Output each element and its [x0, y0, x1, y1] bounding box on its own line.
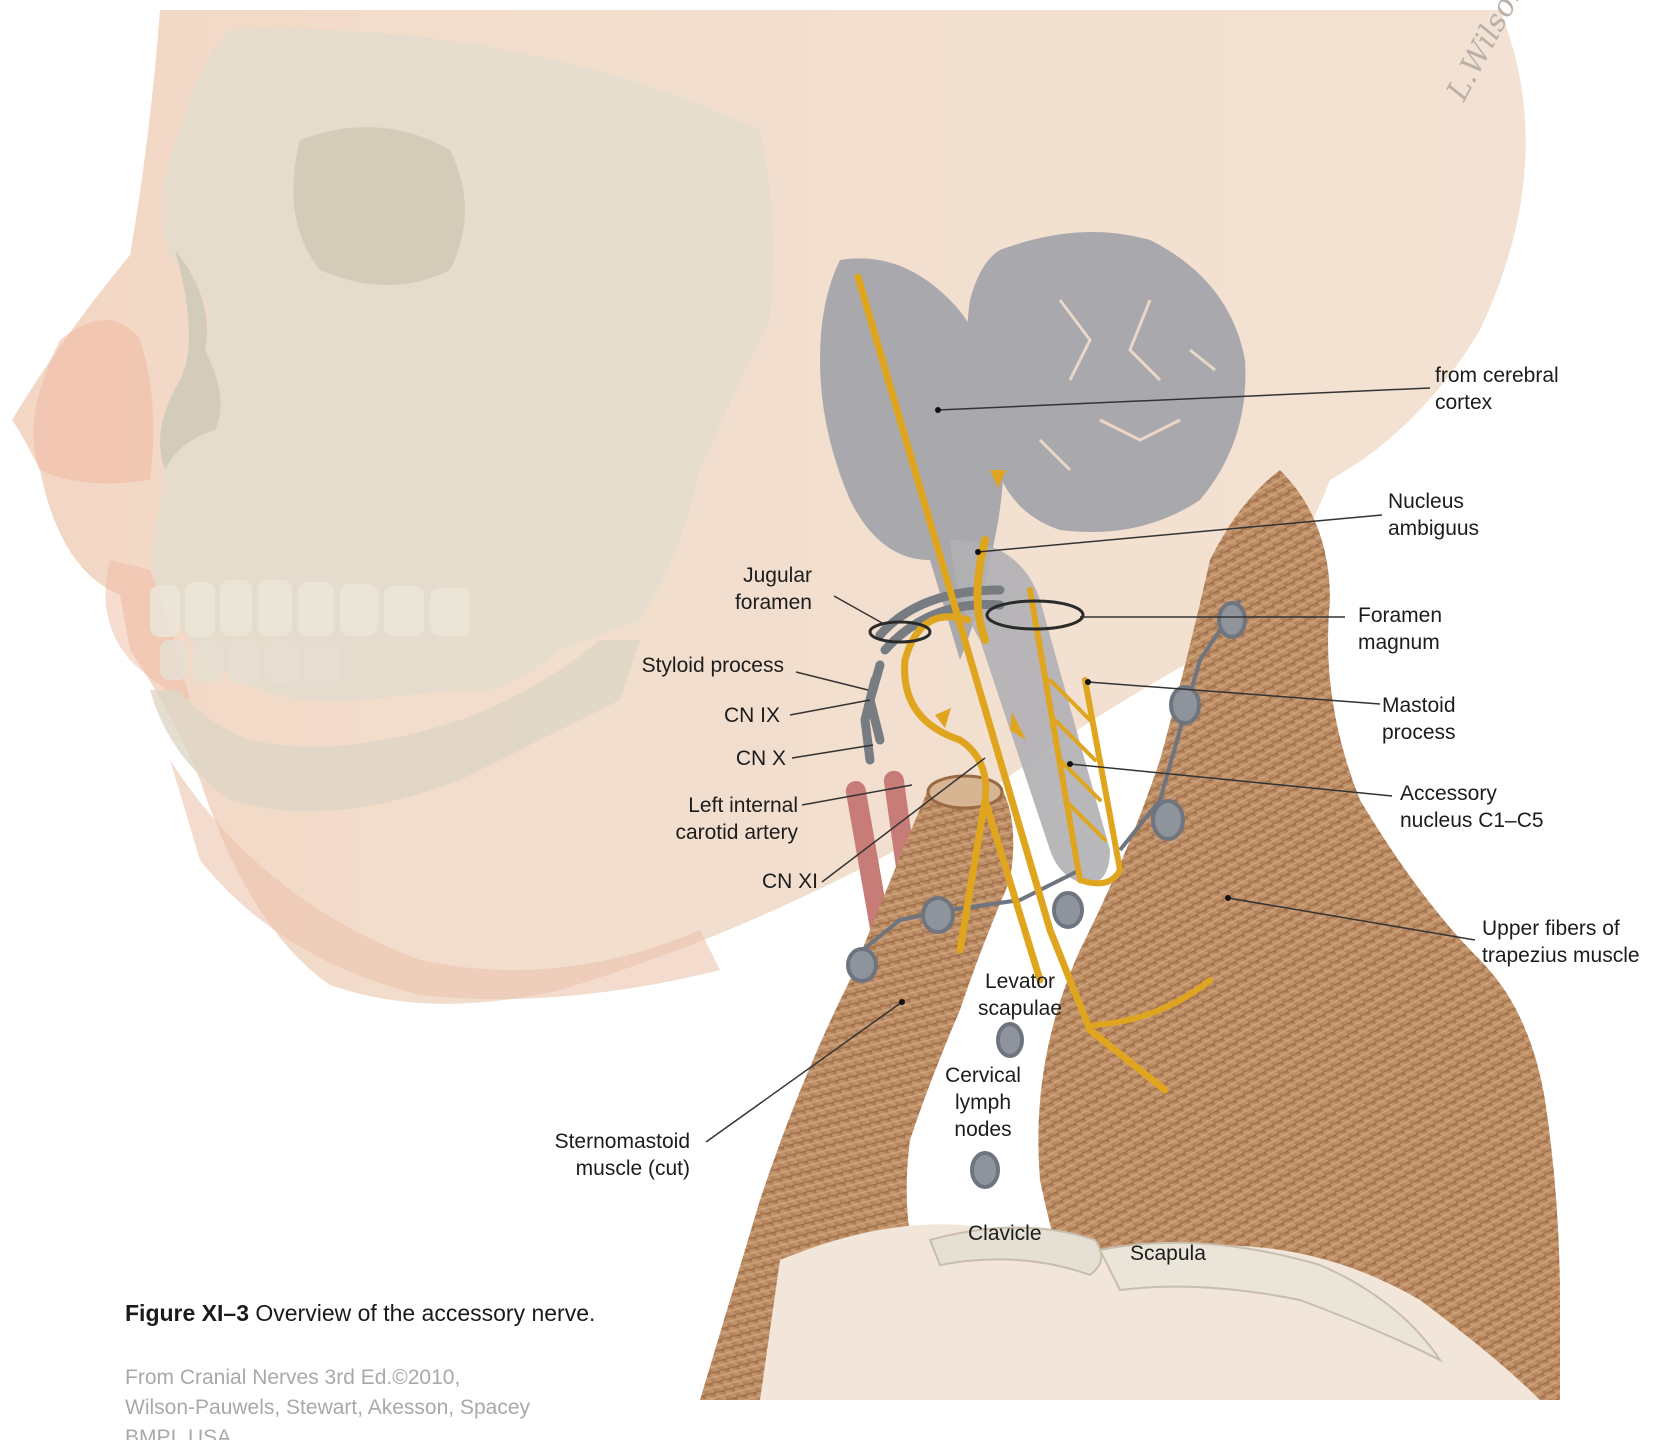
label-scapula: Scapula: [1130, 1240, 1206, 1267]
label-accessory-nucleus: Accessory nucleus C1–C5: [1400, 780, 1544, 834]
label-foramen-magnum: Foramen magnum: [1358, 602, 1442, 656]
figure-credit: From Cranial Nerves 3rd Ed.©2010, Wilson…: [125, 1363, 645, 1440]
label-cn-xi: CN XI: [700, 868, 818, 895]
figure-caption: Figure XI–3 Overview of the accessory ne…: [125, 1300, 595, 1327]
label-cn-ix: CN IX: [660, 702, 780, 729]
label-left-internal-carotid: Left internal carotid artery: [590, 792, 798, 846]
label-mastoid-process: Mastoid process: [1382, 692, 1456, 746]
figure-number: Figure XI–3: [125, 1300, 249, 1326]
label-cn-x: CN X: [660, 745, 786, 772]
label-clavicle: Clavicle: [968, 1220, 1042, 1247]
label-upper-fibers-trapezius: Upper fibers of trapezius muscle: [1482, 915, 1640, 969]
figure-caption-text: Overview of the accessory nerve.: [249, 1300, 595, 1326]
label-cervical-lymph-nodes: Cervical lymph nodes: [928, 1062, 1038, 1143]
eye-orbit: [293, 127, 465, 285]
label-nucleus-ambiguus: Nucleus ambiguus: [1388, 488, 1479, 542]
label-jugular-foramen: Jugular foramen: [620, 562, 812, 616]
label-sternomastoid: Sternomastoid muscle (cut): [500, 1128, 690, 1182]
label-from-cerebral-cortex: from cerebral cortex: [1435, 362, 1559, 416]
nose-highlight: [33, 320, 153, 483]
label-levator-scapulae: Levator scapulae: [965, 968, 1075, 1022]
label-styloid-process: Styloid process: [570, 652, 784, 679]
